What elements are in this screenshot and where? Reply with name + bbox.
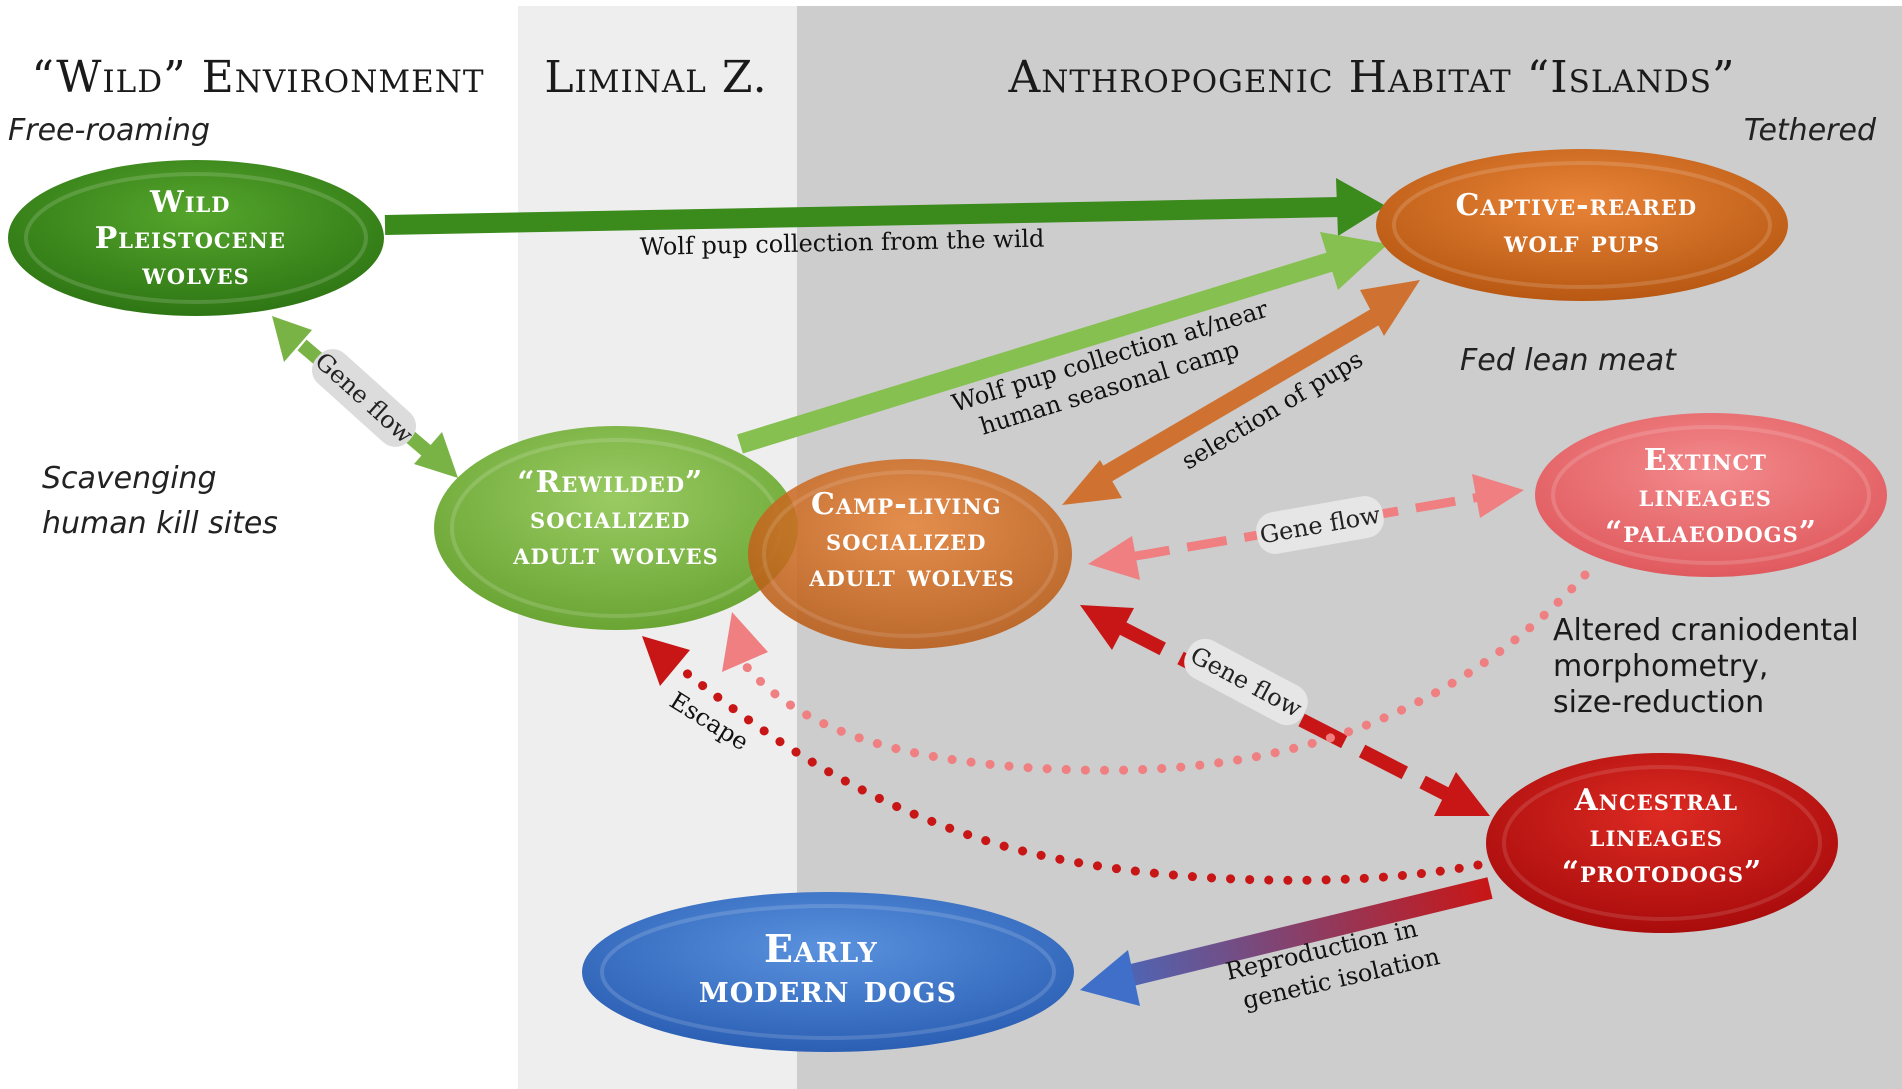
- wild-zone-title: “Wild” Environment: [31, 52, 484, 103]
- arrow-gene-flow-ancestral: [1080, 605, 1490, 816]
- arrow-pup-collection-camp: [737, 232, 1388, 454]
- node-camp-living: [748, 459, 1072, 649]
- arrow-dotted-escape: [642, 636, 1483, 885]
- node-captive-pups: Captive-reared wolf pups: [1376, 149, 1788, 301]
- node-wild-wolves: Wild Pleistocene wolves: [8, 160, 384, 316]
- node-extinct: Extinct lineages “palaeodogs”: [1535, 413, 1887, 577]
- fed-lean-meat-note: Fed lean meat: [1460, 343, 1677, 378]
- arrow-pup-collection-wild: [384, 178, 1386, 236]
- scavenging-note: Scavenging human kill sites: [42, 461, 278, 541]
- arrow-selection-of-pups: [1062, 280, 1420, 505]
- free-roaming-note: Free-roaming: [8, 113, 210, 148]
- svg-text:Extinct lineages “: Extinct lineages “palaeodogs”: [1605, 443, 1817, 550]
- svg-text:Ancestral lineages: Ancestral lineages “protodogs”: [1562, 783, 1763, 890]
- anthropogenic-zone-title: Anthropogenic Habitat “Islands”: [1007, 52, 1735, 103]
- svg-text:Early modern dogs: Early modern dogs: [699, 926, 957, 1011]
- altered-morphometry-note: Altered craniodental morphometry, size-r…: [1553, 613, 1868, 720]
- node-camp-living-label: Camp-living socialized adult wolves: [808, 487, 1015, 594]
- svg-text:Wild Pleistocene w: Wild Pleistocene wolves: [95, 185, 298, 292]
- arrow-reproduction: [1080, 877, 1493, 1006]
- node-early-modern-dogs: Early modern dogs: [582, 892, 1074, 1052]
- pill-gene-flow-extinct: Gene flow: [1256, 496, 1384, 554]
- arrow-dotted-extinct-to-rewilded: [722, 570, 1590, 775]
- pill-gene-flow-wild: Gene flow: [309, 347, 418, 450]
- svg-text:Captive-reared wolf pups: Captive-reared wolf pups: [1455, 188, 1708, 260]
- node-ancestral: Ancestral lineages “protodogs”: [1486, 753, 1838, 933]
- svg-text:Gene flow: Gene flow: [309, 347, 418, 450]
- node-rewilded-label: “Rewilded” socialized adult wolves: [512, 465, 719, 572]
- tethered-note: Tethered: [1744, 113, 1877, 148]
- liminal-zone-title: Liminal Z.: [544, 52, 767, 103]
